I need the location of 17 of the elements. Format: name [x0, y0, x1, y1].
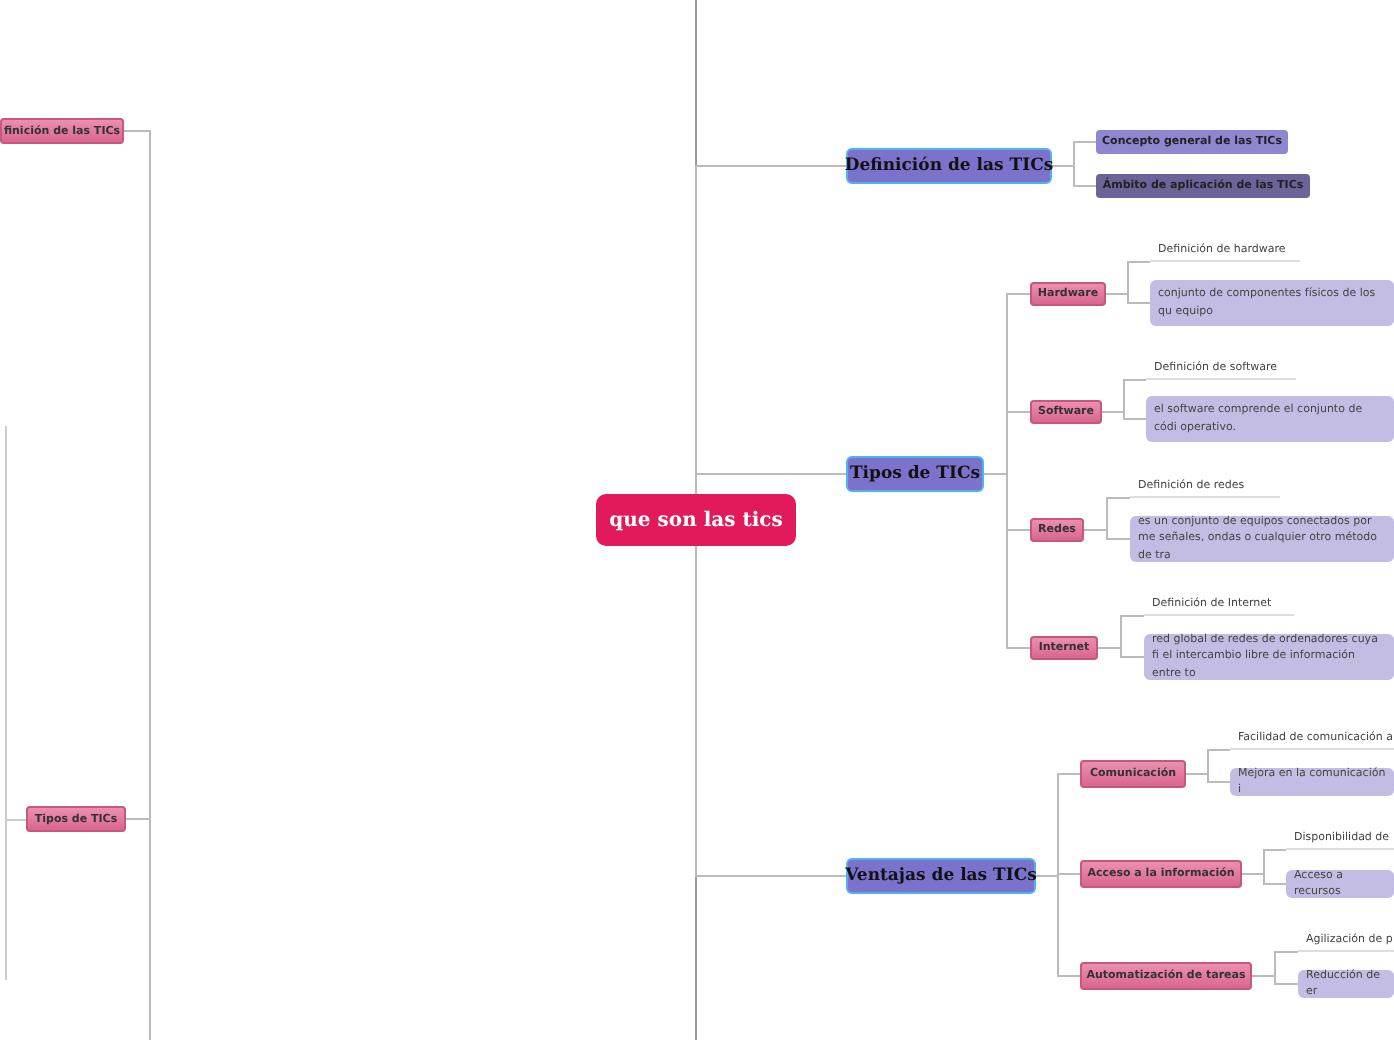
topic-box: Ventajas de las TICs: [846, 858, 1036, 894]
connector-line: [125, 818, 151, 821]
connector-line: [1105, 293, 1151, 304]
connector-line: [695, 473, 847, 495]
connector-line: [1035, 875, 1081, 977]
topic-box: Tipos de TICs: [846, 456, 984, 492]
central-topic: que son las tics: [596, 494, 796, 546]
connector-line: [695, 545, 847, 877]
connector-line: [1241, 873, 1287, 885]
connector-line: [1051, 165, 1097, 187]
connector-line: [1251, 975, 1299, 985]
topic-box: Definición de las TICs: [846, 148, 1052, 184]
connector-line: [1185, 773, 1231, 783]
connector-line: [1097, 647, 1145, 658]
connector-line: [123, 130, 151, 1040]
connector-line: [1101, 411, 1147, 420]
connector-line: [1083, 529, 1131, 540]
